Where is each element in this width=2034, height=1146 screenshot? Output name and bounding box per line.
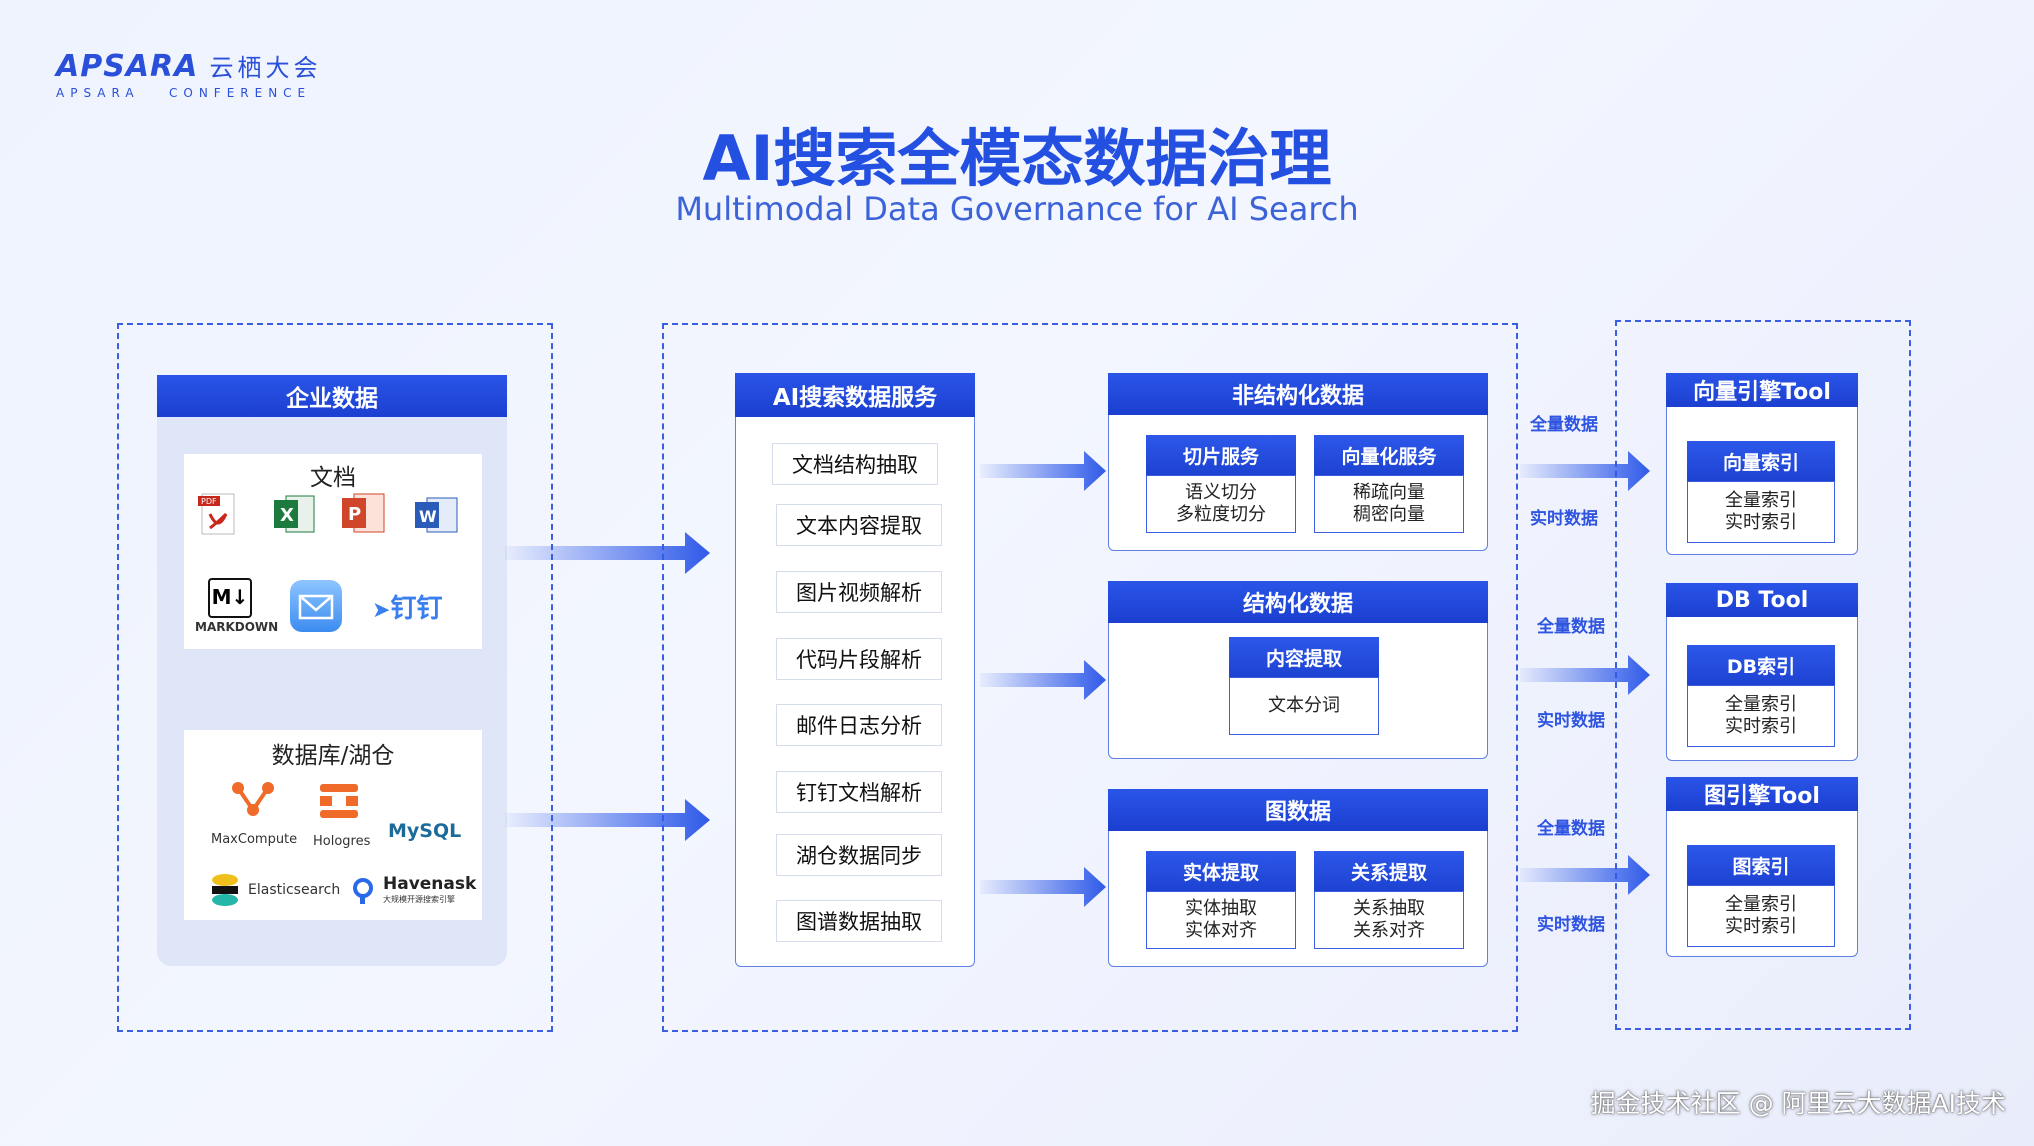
entity-line-2: 实体对齐	[1185, 920, 1257, 941]
apsara-logo: APSARA 云栖大会 APSARA CONFERENCE	[56, 48, 321, 100]
flow-full-2: 全量数据	[1537, 617, 1605, 637]
graph-index-body: 全量索引 实时索引	[1687, 885, 1835, 947]
db-index-line-2: 实时索引	[1725, 716, 1797, 737]
svg-text:P: P	[348, 504, 361, 525]
vector-line-1: 稀疏向量	[1353, 482, 1425, 503]
hologres-label: Hologres	[313, 834, 371, 849]
slice-service-body: 语义切分 多粒度切分	[1146, 475, 1296, 533]
service-header: AI搜索数据服务	[735, 373, 975, 417]
elasticsearch-label: Elasticsearch	[248, 882, 341, 898]
content-extract-body: 文本分词	[1229, 677, 1379, 735]
vector-service-body: 稀疏向量 稠密向量	[1314, 475, 1464, 533]
arrow-service-to-unstructured	[980, 451, 1106, 491]
slice-line-2: 多粒度切分	[1176, 504, 1266, 525]
havenask-label: Havenask	[383, 874, 477, 894]
maxcompute-label: MaxCompute	[211, 832, 298, 847]
arrow-service-to-structured	[980, 660, 1106, 700]
graph-index-title: 图索引	[1687, 845, 1835, 885]
flow-realtime-2: 实时数据	[1537, 711, 1605, 731]
relation-extract-title: 关系提取	[1314, 851, 1464, 891]
graph-header: 图数据	[1108, 789, 1488, 831]
service-item-text-extract[interactable]: 文本内容提取	[776, 504, 942, 546]
logo-cn: 云栖大会	[209, 54, 322, 82]
logo-sub: APSARA CONFERENCE	[56, 86, 312, 100]
arrow-to-graph-tool	[1520, 855, 1650, 895]
vector-index-line-1: 全量索引	[1725, 490, 1797, 511]
arrow-service-to-graph	[980, 867, 1106, 907]
flow-full-1: 全量数据	[1530, 415, 1598, 435]
graph-tool-header: 图引擎Tool	[1666, 777, 1858, 811]
service-item-image-video[interactable]: 图片视频解析	[776, 571, 942, 613]
enterprise-header: 企业数据	[157, 375, 507, 417]
service-item-doc-structure[interactable]: 文档结构抽取	[772, 443, 938, 485]
service-item-code-snippet[interactable]: 代码片段解析	[776, 638, 942, 680]
vector-index-line-2: 实时索引	[1725, 512, 1797, 533]
powerpoint-icon: P	[342, 490, 386, 540]
word-icon: W	[415, 494, 459, 540]
graph-index-line-1: 全量索引	[1725, 894, 1797, 915]
flow-realtime-1: 实时数据	[1530, 509, 1598, 529]
havenask-sublabel: 大规模开源搜索引擎	[383, 895, 455, 904]
page-title: AI搜索全模态数据治理	[702, 122, 1332, 195]
graph-index-line-2: 实时索引	[1725, 916, 1797, 937]
arrow-to-db-tool	[1520, 655, 1650, 695]
dingtalk-label: 钉钉	[390, 594, 443, 624]
svg-text:X: X	[280, 505, 294, 526]
entity-extract-body: 实体抽取 实体对齐	[1146, 891, 1296, 949]
enterprise-region	[117, 323, 553, 1032]
arrow-db-to-service	[505, 799, 710, 841]
markdown-icon: M↓	[208, 578, 252, 618]
entity-line-1: 实体抽取	[1185, 898, 1257, 919]
dingtalk-icon: ➤钉钉	[372, 594, 443, 624]
vector-index-title: 向量索引	[1687, 441, 1835, 481]
vector-tool-header: 向量引擎Tool	[1666, 373, 1858, 407]
structured-header: 结构化数据	[1108, 581, 1488, 623]
content-line-1: 文本分词	[1268, 695, 1340, 716]
svg-text:W: W	[419, 507, 437, 526]
relation-line-1: 关系抽取	[1353, 898, 1425, 919]
content-extract-title: 内容提取	[1229, 637, 1379, 677]
service-item-graph-extract[interactable]: 图谱数据抽取	[776, 900, 942, 942]
logo-brand: APSARA	[56, 49, 199, 84]
service-item-dingtalk-doc[interactable]: 钉钉文档解析	[776, 771, 942, 813]
service-item-lakehouse-sync[interactable]: 湖仓数据同步	[776, 834, 942, 876]
entity-extract-title: 实体提取	[1146, 851, 1296, 891]
mysql-icon: MySQL	[388, 820, 461, 842]
db-index-body: 全量索引 实时索引	[1687, 685, 1835, 747]
maxcompute-icon	[230, 778, 276, 822]
markdown-label: MARKDOWN	[195, 620, 279, 634]
arrow-to-vector-tool	[1520, 451, 1650, 491]
relation-line-2: 关系对齐	[1353, 920, 1425, 941]
slice-line-1: 语义切分	[1185, 482, 1257, 503]
slice-service-title: 切片服务	[1146, 435, 1296, 475]
mail-icon	[290, 580, 342, 632]
db-tool-header: DB Tool	[1666, 583, 1858, 617]
vector-index-body: 全量索引 实时索引	[1687, 481, 1835, 543]
unstructured-header: 非结构化数据	[1108, 373, 1488, 415]
db-index-title: DB索引	[1687, 645, 1835, 685]
service-item-mail-log[interactable]: 邮件日志分析	[776, 704, 942, 746]
vector-line-2: 稠密向量	[1353, 504, 1425, 525]
pdf-icon: PDF	[198, 492, 238, 536]
vector-service-title: 向量化服务	[1314, 435, 1464, 475]
svg-text:PDF: PDF	[201, 497, 217, 506]
docs-label: 文档	[310, 465, 356, 491]
watermark: 掘金技术社区 @ 阿里云大数据AI技术	[1590, 1089, 2006, 1118]
arrow-docs-to-service	[505, 532, 710, 574]
relation-extract-body: 关系抽取 关系对齐	[1314, 891, 1464, 949]
mysql-label: MySQL	[388, 820, 462, 842]
flow-realtime-3: 实时数据	[1537, 915, 1605, 935]
database-label: 数据库/湖仓	[271, 743, 395, 769]
hologres-icon	[318, 780, 360, 826]
db-index-line-1: 全量索引	[1725, 694, 1797, 715]
havenask-icon	[352, 878, 374, 908]
page-subtitle: Multimodal Data Governance for AI Search	[675, 190, 1359, 228]
excel-icon: X	[274, 492, 316, 540]
processing-region	[662, 323, 1518, 1032]
elasticsearch-icon	[210, 874, 240, 910]
flow-full-3: 全量数据	[1537, 819, 1605, 839]
